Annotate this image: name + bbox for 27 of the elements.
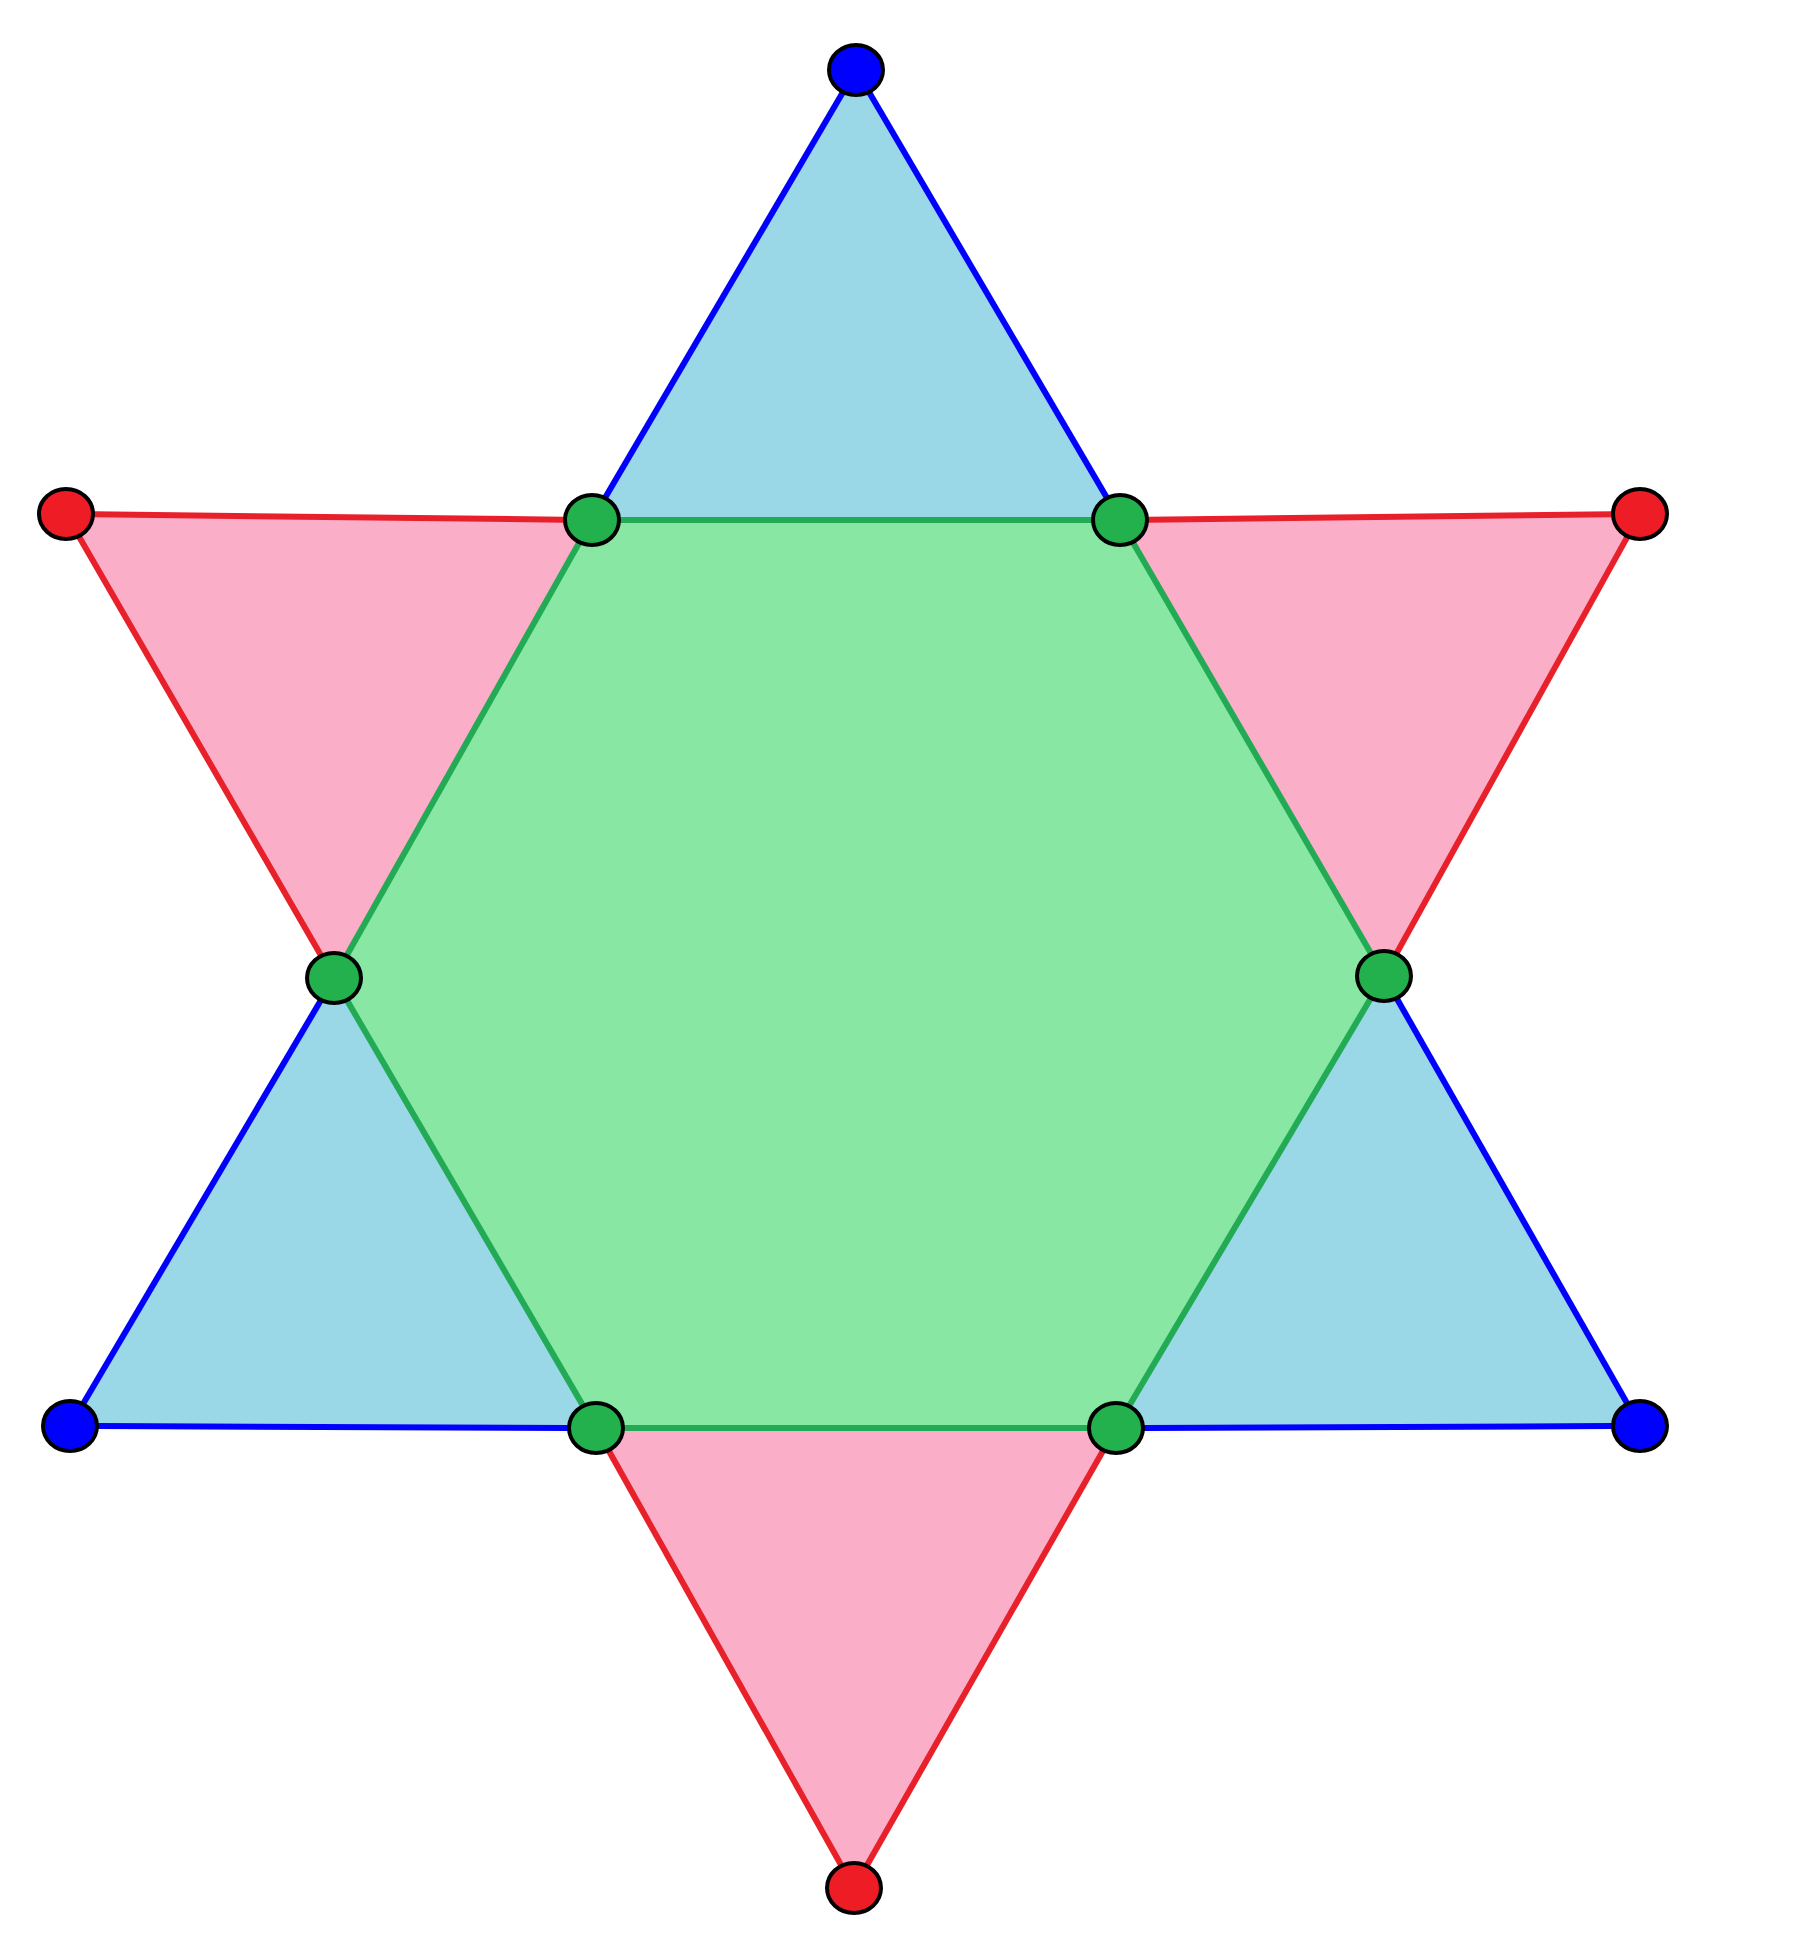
point-marker <box>824 1860 884 1916</box>
point-marker <box>1354 948 1414 1004</box>
point-marker <box>1610 1398 1670 1454</box>
line-segment <box>344 999 586 1407</box>
line-segment <box>1130 541 1374 955</box>
line-segment <box>866 91 1110 499</box>
line-segment <box>76 535 324 957</box>
line-segment <box>602 91 846 499</box>
line-segment <box>606 1449 844 1867</box>
line-segment <box>620 517 1092 523</box>
line-segment <box>864 1449 1106 1867</box>
line-segment <box>98 1423 568 1431</box>
point-marker <box>304 950 364 1006</box>
point-marker <box>1610 486 1670 542</box>
point-marker <box>40 1398 100 1454</box>
line-segment <box>1126 997 1374 1407</box>
line-segment <box>344 541 582 957</box>
line-segment <box>93 511 565 523</box>
line-segment <box>624 1425 1088 1431</box>
line-segment <box>1144 1423 1612 1431</box>
line-segment <box>1394 535 1630 955</box>
line-segment <box>1147 511 1613 523</box>
line-segment <box>1394 997 1630 1405</box>
point-marker <box>562 492 622 548</box>
point-marker <box>826 42 886 98</box>
line-segment <box>80 999 324 1405</box>
point-marker <box>36 486 96 542</box>
